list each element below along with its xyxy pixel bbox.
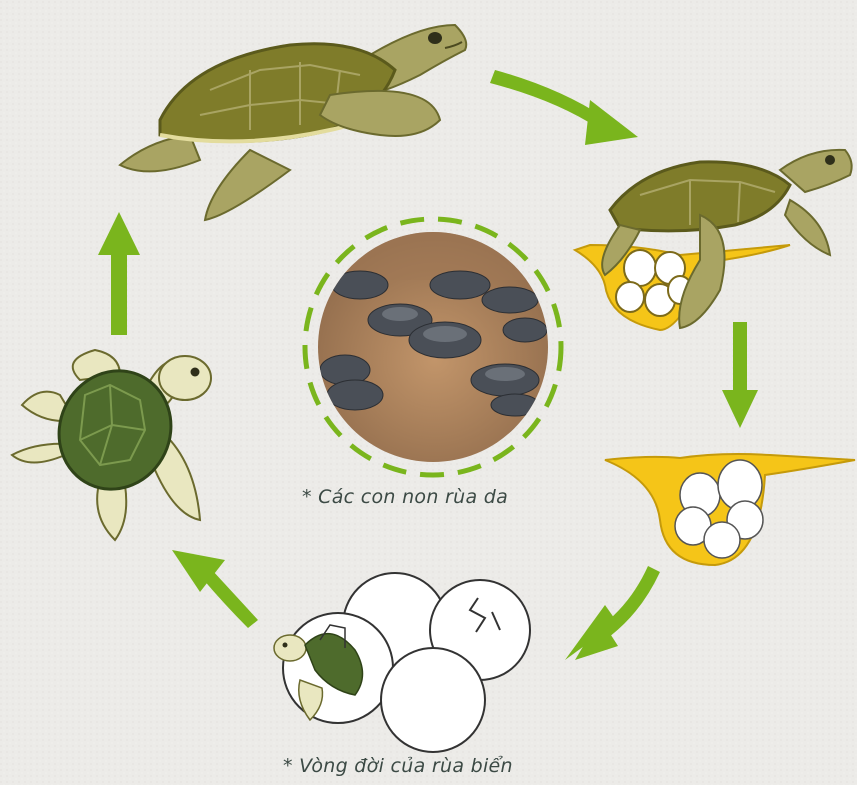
photo-caption: * Các con non rùa da	[302, 486, 508, 508]
diagram-caption: * Vòng đời của rùa biển	[283, 755, 513, 777]
